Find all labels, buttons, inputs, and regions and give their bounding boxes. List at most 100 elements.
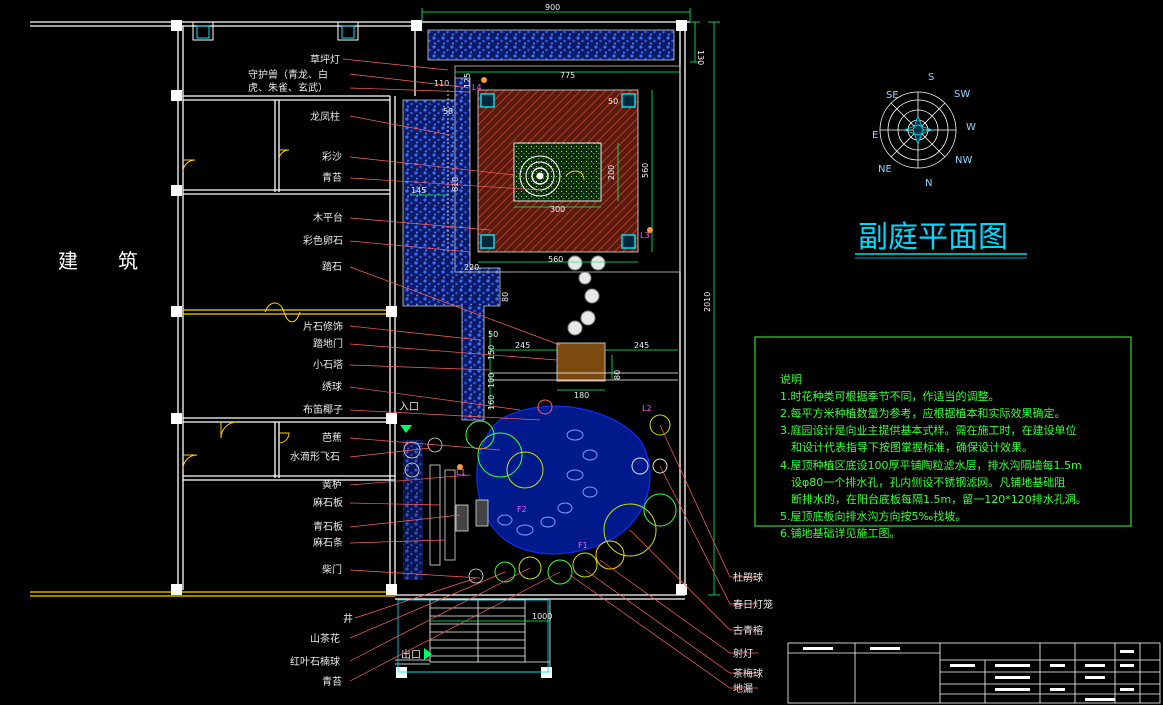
note-4: 4.屋顶种植区底设100厚平铺陶粒滤水层，排水沟隔墙每1.5m xyxy=(780,458,1082,472)
label-camellia: 山茶花 xyxy=(310,632,340,645)
note-4b: 设φ80一个排水孔，孔内侧设不锈钢滤网。凡铺地基础阻 xyxy=(780,475,1065,489)
label-lawn-lamp: 草坪灯 xyxy=(310,53,340,66)
gravel-strip-lower xyxy=(403,440,423,580)
note-5: 5.屋顶底板向排水沟方向按5‰找坡。 xyxy=(780,509,966,523)
exit-marker: 出口 xyxy=(401,648,432,661)
dim-245-left: 245 xyxy=(515,341,530,350)
dim-top-width: 900 xyxy=(545,3,560,12)
leader-lines-right xyxy=(569,424,758,689)
leader-line xyxy=(349,266,561,346)
lamp-dots xyxy=(457,77,653,470)
label-banana: 芭蕉 xyxy=(322,431,342,444)
label-stepping-stone: 踏石 xyxy=(322,260,342,273)
dim-total-height: 2010 xyxy=(703,292,712,312)
leader-line xyxy=(349,447,431,458)
leader-line xyxy=(569,574,758,689)
note-3b: 和设计代表指导下按图掌握标准，确保设计效果。 xyxy=(780,440,1033,454)
note-3: 3.庭园设计是向业主提供基本式样。需在施工时，在建设单位 xyxy=(780,423,1077,437)
notes-box xyxy=(754,336,1132,527)
marker-f2: F2 xyxy=(517,505,527,514)
leader-line xyxy=(659,424,758,578)
dim-58: 58 xyxy=(443,107,453,116)
compass-se: SE xyxy=(886,90,899,101)
compass-ne: NE xyxy=(878,164,892,175)
label-colored-pebbles: 彩色卵石 xyxy=(303,234,343,247)
leader-line xyxy=(349,409,541,421)
dim-560v: 560 xyxy=(641,163,650,178)
label-ground-gate: 踏地门 xyxy=(313,337,343,350)
sand-garden xyxy=(513,142,602,202)
leader-line xyxy=(349,156,515,176)
dim-560h: 560 xyxy=(548,255,563,264)
dim-300: 300 xyxy=(550,205,565,214)
title-block xyxy=(787,642,1161,704)
leader-line xyxy=(629,529,758,631)
label-hydrangea: 绣球 xyxy=(322,380,342,393)
note-4c: 断排水的，在阳台底板每隔1.5m，留一120*120排水孔洞。 xyxy=(780,492,1087,506)
label-ancient-banyan: 古青榕 xyxy=(733,624,763,637)
leader-line xyxy=(349,217,491,231)
label-moss-2: 青苔 xyxy=(322,675,342,688)
label-dragon-phoenix-pillar: 龙凤柱 xyxy=(310,110,340,123)
label-stone-pagoda: 小石塔 xyxy=(313,358,343,371)
notes-heading: 说明 xyxy=(780,372,802,386)
exit-stairs xyxy=(395,599,551,673)
dim-110: 110 xyxy=(434,79,449,88)
label-wood-gate: 柴门 xyxy=(322,563,342,576)
leader-line xyxy=(349,364,491,371)
pond-stepping-stones xyxy=(497,429,598,536)
dim-80b: 80 xyxy=(613,370,622,380)
door-swings xyxy=(182,149,301,470)
pond xyxy=(476,405,651,555)
note-6: 6.铺地基础详见施工图。 xyxy=(780,526,901,540)
leader-line xyxy=(349,240,471,253)
title-block-fills xyxy=(803,647,1134,701)
dim-bottom: 1000 xyxy=(532,612,552,621)
marker-l1: L1 xyxy=(456,468,466,477)
leader-line xyxy=(584,569,758,674)
marker-l3: L3 xyxy=(640,231,650,240)
dim-100: 100 xyxy=(487,373,496,388)
leader-line xyxy=(349,571,506,639)
compass-nw: NW xyxy=(955,155,972,166)
leader-line xyxy=(349,343,558,361)
compass-rose xyxy=(879,91,957,169)
leader-line xyxy=(349,514,461,528)
compass-s: S xyxy=(928,72,934,83)
compass-e: E xyxy=(872,130,878,141)
label-well: 井 xyxy=(343,612,353,625)
label-photinia-ball: 红叶石楠球 xyxy=(290,655,340,668)
dim-top-right: 130 xyxy=(696,50,705,65)
label-azalea-ball: 杜鹃球 xyxy=(733,571,763,584)
note-1: 1.时花种类可根据季节不同，作适当的调整。 xyxy=(780,389,1000,403)
raked-sand-rings xyxy=(519,155,585,197)
planting-symbols xyxy=(465,399,677,585)
stepping-stones xyxy=(567,255,606,336)
label-smoke-tree: 黄栌 xyxy=(322,478,342,491)
dim-180: 180 xyxy=(574,391,589,400)
leader-line xyxy=(659,465,758,605)
dim-245-right: 245 xyxy=(634,341,649,350)
label-wood-deck: 木平台 xyxy=(313,211,343,224)
dim-200: 200 xyxy=(607,165,616,180)
gravel-bed-top xyxy=(427,29,675,61)
marker-f1: F1 xyxy=(578,541,588,550)
label-moss: 青苔 xyxy=(322,171,342,184)
leader-line xyxy=(349,474,471,486)
leader-line xyxy=(349,571,561,682)
leader-line xyxy=(349,567,531,662)
dim-160: 160 xyxy=(487,395,496,410)
label-granite-slab: 麻石板 xyxy=(313,496,343,509)
label-bluestone-slab: 青石板 xyxy=(313,520,343,533)
building-walls xyxy=(30,21,690,600)
svg-text:出口: 出口 xyxy=(401,648,421,661)
entry-marker: 入口 xyxy=(399,402,419,433)
column-blocks xyxy=(171,20,687,678)
dim-80: 80 xyxy=(501,292,510,302)
label-drop-stones: 水滴形飞石 xyxy=(290,450,340,463)
label-granite-strip: 麻石条 xyxy=(313,536,343,549)
windows xyxy=(192,21,359,41)
marker-l2: L2 xyxy=(642,404,652,413)
label-pindo-palm: 布笛椰子 xyxy=(303,403,343,416)
